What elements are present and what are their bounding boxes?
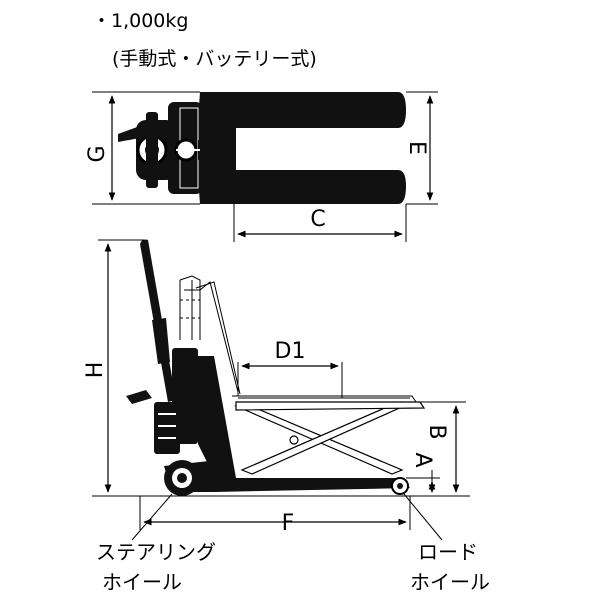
load-wheel-caption-line2: ホイール — [410, 570, 490, 594]
side-view: H D1 B A F — [83, 239, 470, 541]
top-view: G E C — [85, 91, 438, 242]
dimension-f: F — [282, 511, 295, 536]
model-types-label: (手動式・バッテリー式) — [112, 48, 317, 70]
scissor-arms — [234, 401, 426, 475]
load-wheel-caption-line1: ロード — [418, 540, 478, 564]
steering-wheel-caption-line2: ホイール — [102, 570, 182, 594]
steering-wheel-caption-line1: ステアリング — [96, 540, 216, 564]
dimension-h: H — [83, 362, 108, 379]
dimension-c: C — [310, 207, 325, 232]
raised-outline — [179, 275, 417, 405]
dimension-a: A — [410, 452, 435, 467]
mast-frame — [196, 356, 236, 484]
leader-steering-wheel — [131, 493, 173, 541]
dimension-e: E — [404, 141, 429, 155]
capacity-label: ・1,000kg — [92, 10, 189, 32]
dimension-g: G — [85, 145, 110, 162]
chassis-base — [164, 460, 410, 492]
fork-upper — [232, 92, 406, 204]
leader-load-wheel — [403, 493, 443, 541]
chassis-top — [196, 92, 234, 204]
dimension-b: B — [424, 424, 449, 439]
dimension-d1: D1 — [275, 339, 306, 364]
